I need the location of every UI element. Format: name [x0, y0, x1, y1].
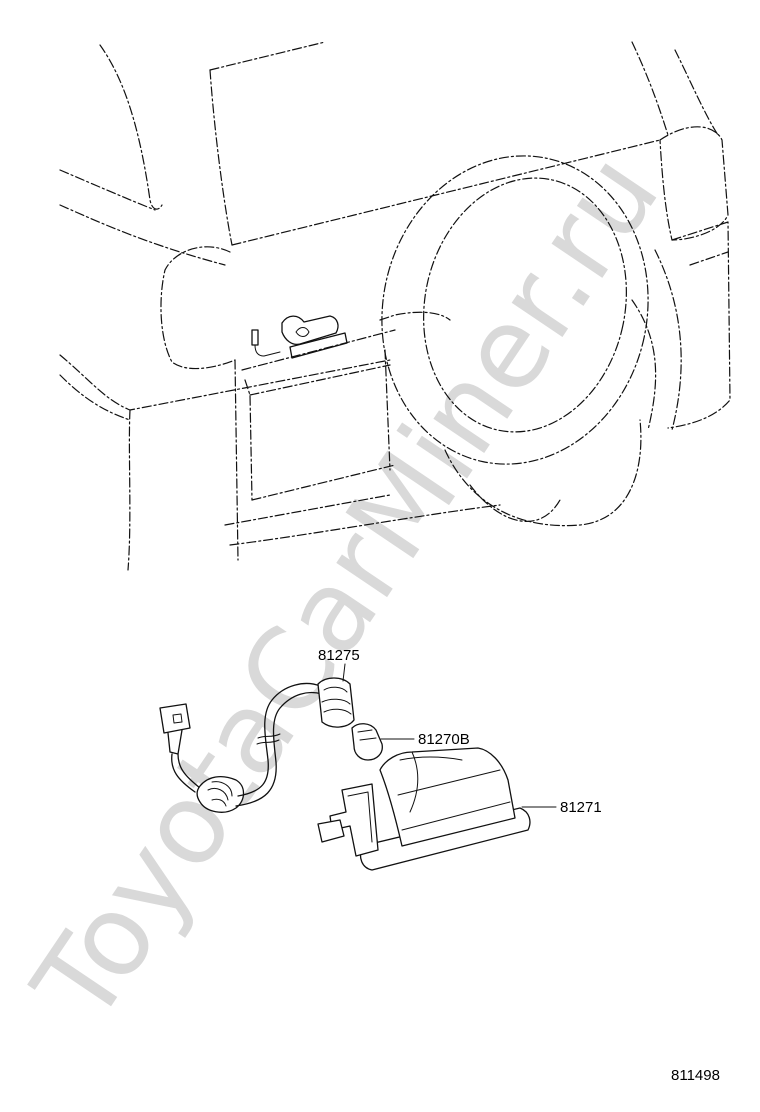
spare-tire-phantom	[381, 155, 682, 527]
vehicle-rear-phantom	[59, 41, 731, 571]
callout-81275: 81275	[318, 647, 360, 664]
figure-number: 811498	[671, 1067, 720, 1084]
leader-lines	[342, 663, 557, 808]
bulb-socket	[317, 677, 355, 728]
lamp-housing	[317, 747, 531, 871]
watermark: ToyotaCarMiner.ru	[9, 132, 684, 1046]
license-lamp-on-vehicle	[251, 315, 348, 359]
bulb	[351, 723, 383, 761]
callout-81271: 81271	[560, 799, 602, 816]
wire-harness	[159, 682, 323, 813]
callout-81270b: 81270B	[418, 731, 470, 748]
